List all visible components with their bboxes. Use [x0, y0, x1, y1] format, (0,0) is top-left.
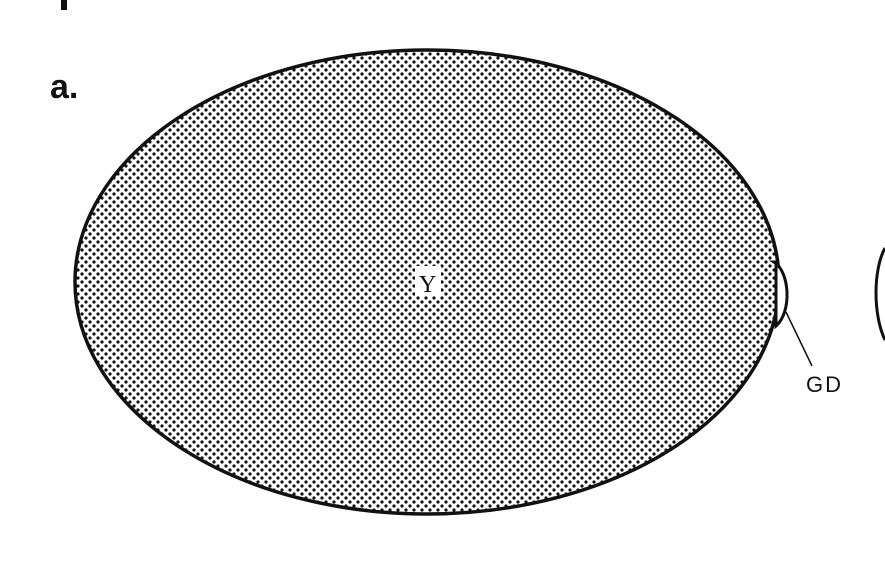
- yolk-label: Y: [419, 272, 436, 298]
- germinal-disc: [768, 260, 789, 330]
- germinal-disc-leader-line: [785, 311, 813, 367]
- cropped-tick-mark: [61, 0, 67, 10]
- panel-label: a.: [50, 68, 78, 106]
- yolk-label-background: [415, 266, 441, 296]
- germinal-disc-label: GD: [806, 372, 843, 397]
- adjacent-figure-edge: [874, 247, 885, 341]
